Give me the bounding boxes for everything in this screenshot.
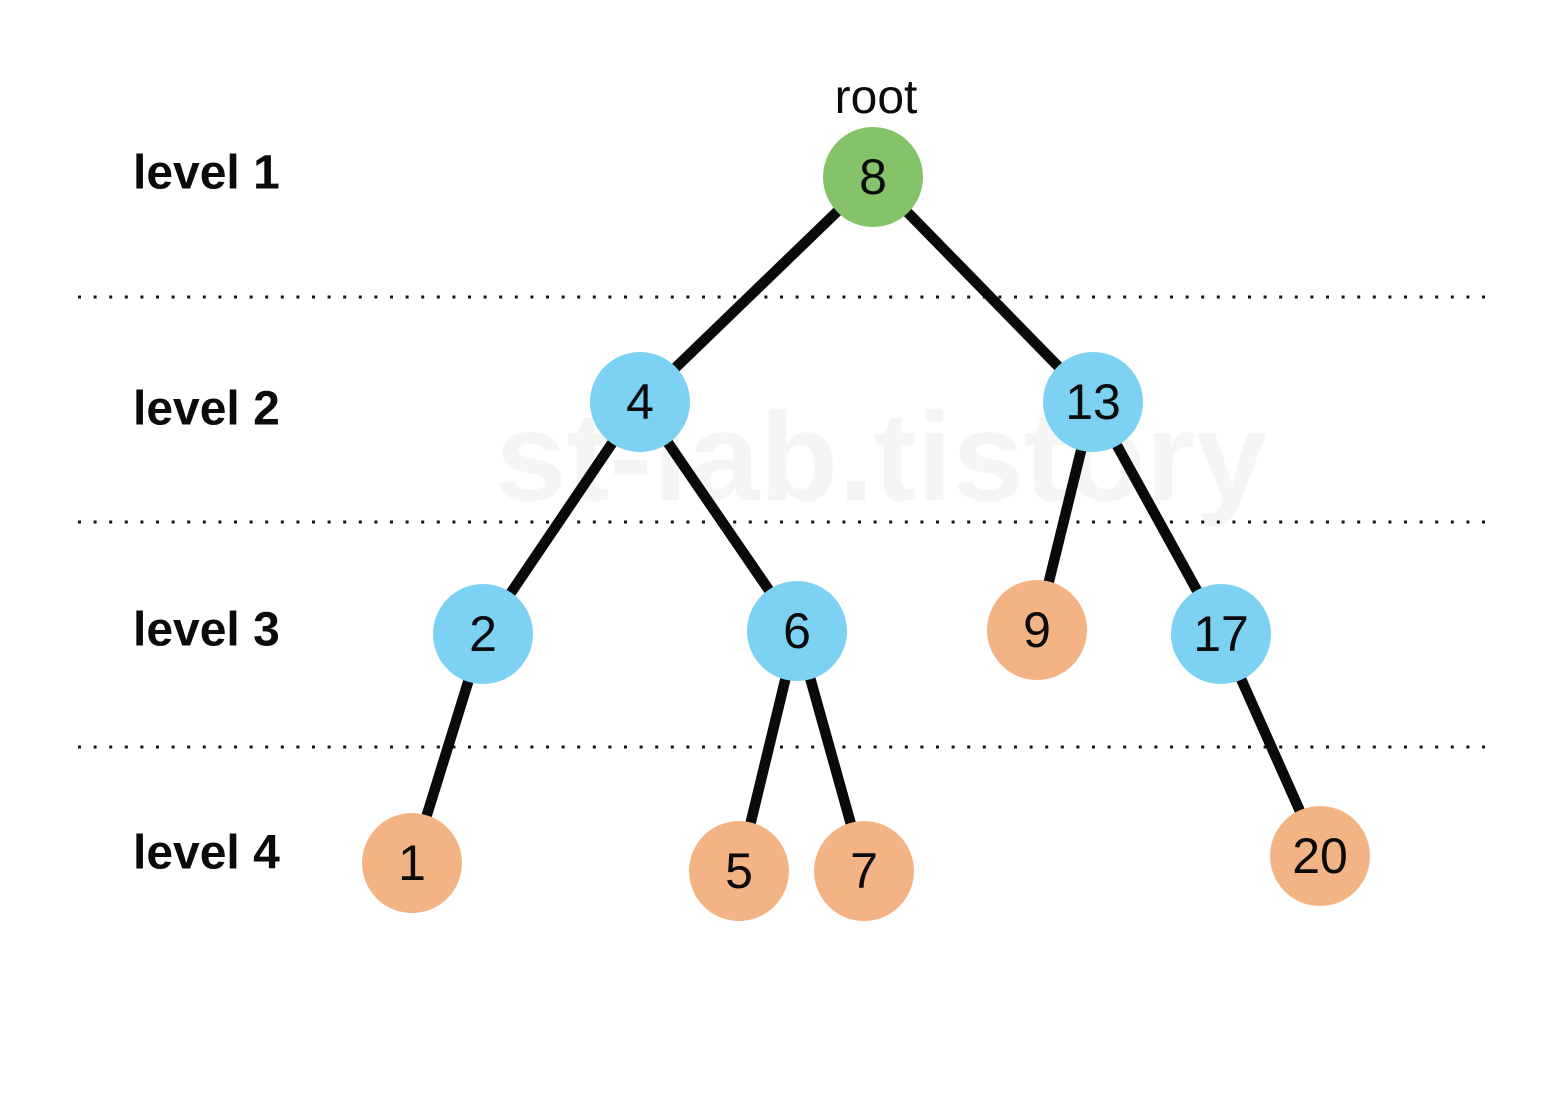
level-labels: level 1 level 2 level 3 level 4 bbox=[133, 147, 280, 880]
tree-node-value-9: 9 bbox=[1023, 602, 1051, 658]
tree-node-8 bbox=[823, 127, 923, 227]
tree-node-value-13: 13 bbox=[1065, 374, 1121, 430]
tree-node-17 bbox=[1171, 584, 1271, 684]
root-label: root bbox=[835, 71, 918, 124]
level-separators bbox=[78, 295, 1492, 749]
level-4-label: level 4 bbox=[133, 827, 280, 880]
tree-node-4 bbox=[590, 352, 690, 452]
tree-node-1 bbox=[362, 813, 462, 913]
tree-node-2 bbox=[433, 584, 533, 684]
tree-node-7 bbox=[814, 821, 914, 921]
tree-edge-8-13 bbox=[869, 173, 1097, 406]
tree-node-13 bbox=[1043, 352, 1143, 452]
tree-node-value-8: 8 bbox=[859, 149, 887, 205]
tree-node-value-1: 1 bbox=[398, 835, 426, 891]
tree-node-value-2: 2 bbox=[469, 606, 497, 662]
tree-node-value-4: 4 bbox=[626, 374, 654, 430]
tree-node-5 bbox=[689, 821, 789, 921]
level-1-label: level 1 bbox=[133, 147, 280, 200]
tree-nodes: 8 4 13 2 6 9 17 1 5 7 20 bbox=[362, 127, 1370, 921]
tree-node-9 bbox=[987, 580, 1087, 680]
tree-node-value-17: 17 bbox=[1193, 606, 1249, 662]
tree-node-value-7: 7 bbox=[850, 843, 878, 899]
level-3-label: level 3 bbox=[133, 604, 280, 657]
tree-node-6 bbox=[747, 581, 847, 681]
tree-node-value-5: 5 bbox=[725, 843, 753, 899]
tree-node-value-6: 6 bbox=[783, 603, 811, 659]
tree-node-20 bbox=[1270, 806, 1370, 906]
level-2-label: level 2 bbox=[133, 383, 280, 436]
tree-edge-8-4 bbox=[636, 173, 877, 406]
tree-node-value-20: 20 bbox=[1292, 828, 1348, 884]
